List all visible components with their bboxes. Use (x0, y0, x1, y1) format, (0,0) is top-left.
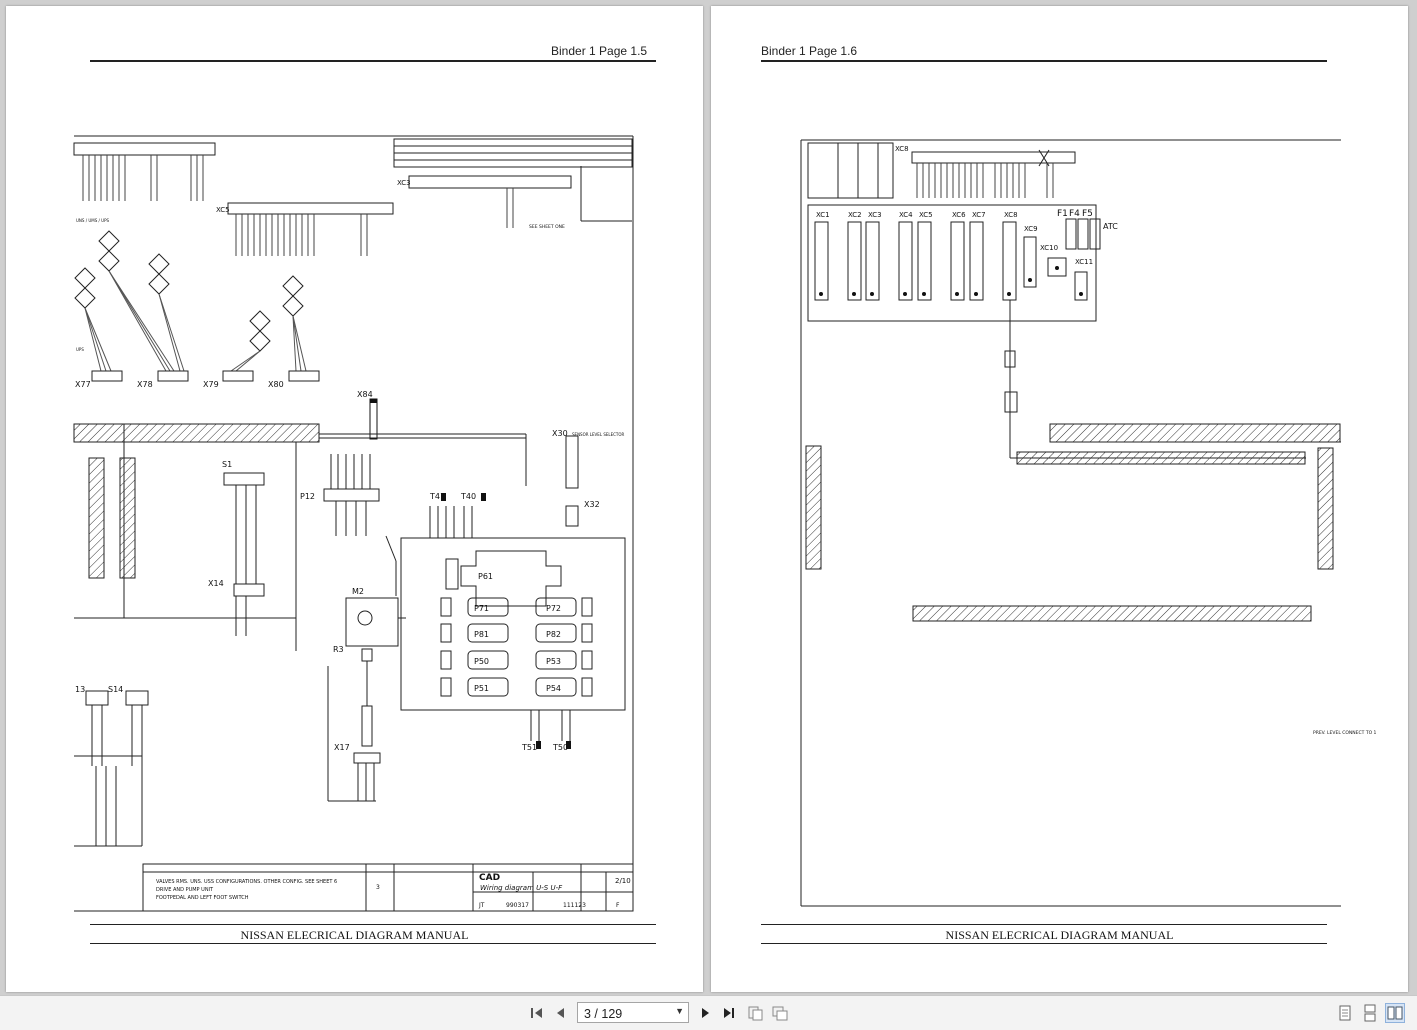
page-number-input[interactable] (582, 1004, 672, 1023)
prev-page-icon[interactable] (551, 1003, 571, 1023)
label-t51: T51 (521, 743, 537, 752)
document-page-right: Binder 1 Page 1.6 (711, 6, 1408, 992)
footer-rule-bottom (761, 943, 1327, 944)
label-xc2: XC2 (848, 211, 862, 219)
label-xc5: XC5 (919, 211, 933, 219)
label-x80: X80 (268, 380, 284, 389)
continuous-view-icon[interactable] (1360, 1003, 1380, 1023)
label-p81: P81 (474, 630, 489, 639)
label-xc3: XC3 (868, 211, 882, 219)
label-xc9: XC9 (1024, 225, 1038, 233)
footer-rule-bottom (90, 943, 656, 944)
label-f5: F5 (1082, 209, 1093, 219)
label-xc8: XC8 (1004, 211, 1018, 219)
label-f1: F1 (1057, 209, 1068, 219)
label-p51: P51 (474, 684, 489, 693)
title-cad: CAD (479, 873, 500, 883)
page-footer: NISSAN ELECRICAL DIAGRAM MANUAL (945, 928, 1174, 942)
label-xc1: XC1 (816, 211, 830, 219)
header-rule (90, 60, 656, 62)
two-page-view-icon[interactable] (1385, 1003, 1405, 1023)
label-s13: 13 (75, 685, 85, 694)
viewer-toolbar: ▼ (0, 995, 1417, 1030)
label-t40: T40 (460, 492, 476, 501)
label-xc5: XC5 (216, 206, 230, 214)
label-p72: P72 (546, 604, 561, 613)
label-x84: X84 (357, 390, 373, 399)
title-drawing: Wiring diagram U-S U-F (480, 884, 563, 892)
footer-rule-top (90, 924, 656, 925)
label-xc6: XC6 (952, 211, 966, 219)
label-f4: F4 (1069, 209, 1080, 219)
label-xc11: XC11 (1075, 258, 1093, 266)
title-desc-2: DRIVE AND PUMP UNIT (156, 887, 214, 893)
header-rule (761, 60, 1327, 62)
title-desc-1: VALVES RMS. UNS. USS CONFIGURATIONS. OTH… (156, 879, 337, 885)
label-p61: P61 (478, 572, 493, 581)
label-p82: P82 (546, 630, 561, 639)
label-xc3: XC3 (397, 179, 411, 187)
label-xc7: XC7 (972, 211, 986, 219)
label-p12: P12 (300, 492, 315, 501)
label-s1: S1 (222, 460, 232, 469)
label-m2: M2 (352, 587, 364, 596)
label-x77: X77 (75, 380, 91, 389)
label-ups: UPS (76, 347, 84, 352)
page-header: Binder 1 Page 1.6 (761, 44, 858, 58)
title-date: 990317 (506, 902, 529, 909)
wiring-diagram-left: XC3 XC5 X77 X78 X79 X80 X84 X30 X32 T41 … (73, 135, 634, 912)
label-xc4: XC4 (899, 211, 913, 219)
page-number-box[interactable]: ▼ (577, 1002, 689, 1023)
label-s14: S14 (108, 685, 123, 694)
label-x32: X32 (584, 500, 600, 509)
label-sensor-level: SENSOR LEVEL SELECTOR (572, 432, 625, 437)
label-p54: P54 (546, 684, 561, 693)
last-page-icon[interactable] (719, 1003, 739, 1023)
label-xc10: XC10 (1040, 244, 1058, 252)
label-x30: X30 (552, 429, 568, 438)
first-page-icon[interactable] (527, 1003, 547, 1023)
label-x17: X17 (334, 743, 350, 752)
label-r3: R3 (333, 645, 344, 654)
label-atc: ATC (1103, 222, 1118, 231)
label-x14: X14 (208, 579, 224, 588)
label-p53: P53 (546, 657, 561, 666)
label-uns-ums: UNS / UMS / UPS (76, 218, 109, 223)
title-number: 111123 (563, 902, 586, 909)
title-desc-3: FOOTPEDAL AND LEFT FOOT SWITCH (156, 895, 249, 901)
title-sheet-ref: 3 (376, 884, 380, 891)
label-t50: T50 (552, 743, 568, 752)
footer-rule-top (761, 924, 1327, 925)
label-t41: T41 (429, 492, 445, 501)
chevron-down-icon[interactable]: ▼ (675, 1006, 684, 1016)
label-p50: P50 (474, 657, 489, 666)
label-p71: P71 (474, 604, 489, 613)
label-prev-level: PREV. LEVEL CONNECT TO 1 (1313, 730, 1377, 736)
document-page-left: Binder 1 Page 1.5 (6, 6, 703, 992)
wiring-diagram-right: XC8 XC1 XC2 XC3 XC4 XC5 XC6 XC7 XC8 XC9 … (800, 139, 1377, 907)
rotate-page-icon[interactable] (745, 1003, 765, 1023)
page-header: Binder 1 Page 1.5 (551, 44, 648, 58)
rotate-page-alt-icon[interactable] (770, 1003, 790, 1023)
single-page-view-icon[interactable] (1335, 1003, 1355, 1023)
next-page-icon[interactable] (695, 1003, 715, 1023)
label-xc8-top: XC8 (895, 145, 909, 153)
page-footer: NISSAN ELECRICAL DIAGRAM MANUAL (240, 928, 469, 942)
label-x79: X79 (203, 380, 219, 389)
title-drawn: JT (478, 902, 485, 909)
title-revision: F (616, 902, 620, 909)
label-see-sheet: SEE SHEET ONE (529, 224, 565, 230)
title-sheet: 2/10 (615, 877, 631, 885)
label-x78: X78 (137, 380, 153, 389)
